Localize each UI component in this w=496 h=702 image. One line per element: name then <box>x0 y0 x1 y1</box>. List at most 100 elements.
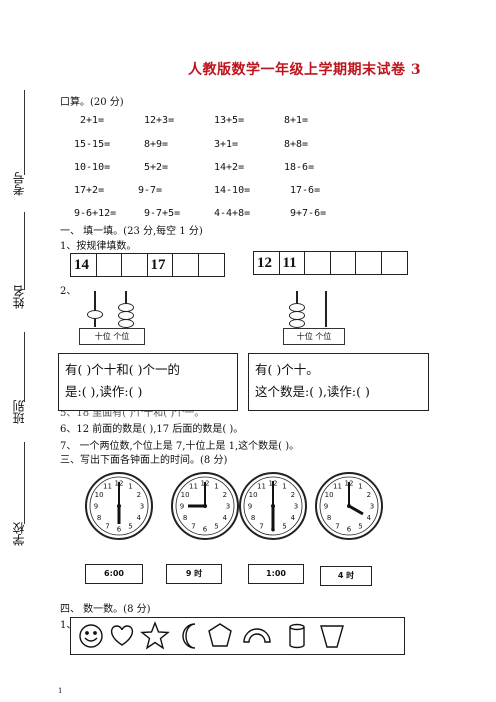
clock-numeral: 1 <box>214 483 218 491</box>
clock-numeral: 9 <box>324 503 328 511</box>
time-answer-box[interactable]: 1:00 <box>248 564 304 584</box>
math-item: 13+5= <box>214 115 245 126</box>
abacus-rod <box>325 291 327 327</box>
clock-numeral: 1 <box>128 483 132 491</box>
sequence-cell[interactable] <box>199 254 225 276</box>
sequence-cell[interactable] <box>356 252 382 274</box>
sequence-cell[interactable] <box>331 252 356 274</box>
math-item: 17+2= <box>74 185 105 196</box>
class-line <box>24 332 25 402</box>
clock-numeral: 3 <box>294 503 298 511</box>
clock-numeral: 3 <box>140 503 144 511</box>
clock-numeral: 5 <box>214 522 218 530</box>
clock-numeral: 10 <box>95 491 104 499</box>
time-answer-box[interactable]: 4 时 <box>320 566 372 586</box>
time-answer-box[interactable]: 9 时 <box>166 564 222 584</box>
section1-heading: 一、 填一填。(23 分,每空 1 分) <box>60 226 203 237</box>
sequence-cell: 17 <box>148 254 173 276</box>
clock-numeral: 8 <box>327 514 331 522</box>
arch-icon <box>243 628 271 643</box>
fill-box-left-line2: 是:( ),读作:( ) <box>65 384 143 399</box>
sequence-cell: 11 <box>280 252 305 274</box>
clock-numeral: 11 <box>189 483 198 491</box>
abacus-bead <box>289 319 305 328</box>
abacus-rod <box>94 291 96 327</box>
clock-numeral: 6 <box>117 526 122 534</box>
sequence-cell[interactable] <box>382 252 408 274</box>
clock-numeral: 4 <box>291 514 296 522</box>
section3-heading: 三、写出下面各钟面上的时间。(8 分) <box>60 455 228 466</box>
clock-numeral: 2 <box>291 491 295 499</box>
abacus-place-label: 十位 个位 <box>283 328 345 345</box>
question-2: 2、 <box>60 286 77 297</box>
fill-box-right: 有( )个十。 这个数是:( ),读作:( ) <box>248 353 429 411</box>
clock-numeral: 4 <box>367 514 372 522</box>
clock-numeral: 7 <box>105 522 109 530</box>
clock-numeral: 7 <box>259 522 263 530</box>
math-item: 2+1= <box>80 115 105 126</box>
star-icon <box>140 621 170 650</box>
abacus-bead <box>118 319 134 328</box>
section4-heading: 四、 数一数。(8 分) <box>60 604 151 615</box>
fill-box-left: 有( )个十和( )个一的 是:( ),读作:( ) <box>58 353 238 411</box>
exam-no-label: 考号 <box>12 172 26 196</box>
name-label: 姓名 <box>12 285 26 309</box>
clock-numeral: 7 <box>335 522 339 530</box>
name-line <box>24 212 25 290</box>
clock-numeral: 9 <box>248 503 252 511</box>
clock-numeral: 7 <box>191 522 195 530</box>
school-label: 学校 <box>12 522 26 546</box>
math-item: 15-15= <box>74 139 111 150</box>
sequence-cell[interactable] <box>305 252 331 274</box>
question-4-1: 1、 <box>60 620 77 631</box>
clock-numeral: 10 <box>325 491 334 499</box>
question-5: 5、18 里面有( )个十和( )个一。 <box>60 408 205 419</box>
math-item: 10-10= <box>74 162 111 173</box>
clock-numeral: 10 <box>249 491 258 499</box>
page-number: 1 <box>58 687 63 695</box>
clock-numeral: 9 <box>180 503 184 511</box>
clock-numeral: 4 <box>137 514 142 522</box>
mental-math-heading: 口算。(20 分) <box>60 97 124 108</box>
math-item: 9-7= <box>138 185 163 196</box>
clock-numeral: 3 <box>370 503 374 511</box>
math-item: 9+7-6= <box>290 208 327 219</box>
clock-numeral: 6 <box>203 526 208 534</box>
sequence-cell: 14 <box>71 254 97 276</box>
sequence-cell: 12 <box>254 252 280 274</box>
fill-box-left-line1: 有( )个十和( )个一的 <box>65 362 180 377</box>
math-item: 14-10= <box>214 185 251 196</box>
math-item: 12+3= <box>144 115 175 126</box>
sequence-cell[interactable] <box>122 254 148 276</box>
clock-numeral: 10 <box>181 491 190 499</box>
clock-numeral: 6 <box>347 526 352 534</box>
clock-numeral: 3 <box>226 503 230 511</box>
sequence-box-right: 12 11 <box>253 251 408 275</box>
clock-numeral: 2 <box>137 491 141 499</box>
clock-numeral: 11 <box>257 483 266 491</box>
time-answer-box[interactable]: 6:00 <box>85 564 143 584</box>
sequence-cell[interactable] <box>173 254 199 276</box>
clock-numeral: 8 <box>183 514 187 522</box>
math-item: 9-6+12= <box>74 208 117 219</box>
math-item: 8+1= <box>284 115 309 126</box>
math-item: 4-4+8= <box>214 208 251 219</box>
page-title: 人教版数学一年级上学期期末试卷 3 <box>188 62 422 78</box>
sequence-cell[interactable] <box>97 254 122 276</box>
abacus-place-label: 十位 个位 <box>79 328 145 345</box>
question-1: 1、按规律填数。 <box>60 241 137 252</box>
sequence-box-left: 14 17 <box>70 253 225 277</box>
clock-numeral: 5 <box>128 522 132 530</box>
pentagon-icon <box>208 623 232 647</box>
abacus-bead <box>87 310 103 319</box>
math-item: 17-6= <box>290 185 321 196</box>
math-item: 18-6= <box>284 162 315 173</box>
clock-numeral: 2 <box>367 491 371 499</box>
moon-icon <box>182 623 196 649</box>
trapezoid-icon <box>320 625 344 648</box>
school-line <box>24 442 25 524</box>
smiley-icon <box>79 624 103 648</box>
